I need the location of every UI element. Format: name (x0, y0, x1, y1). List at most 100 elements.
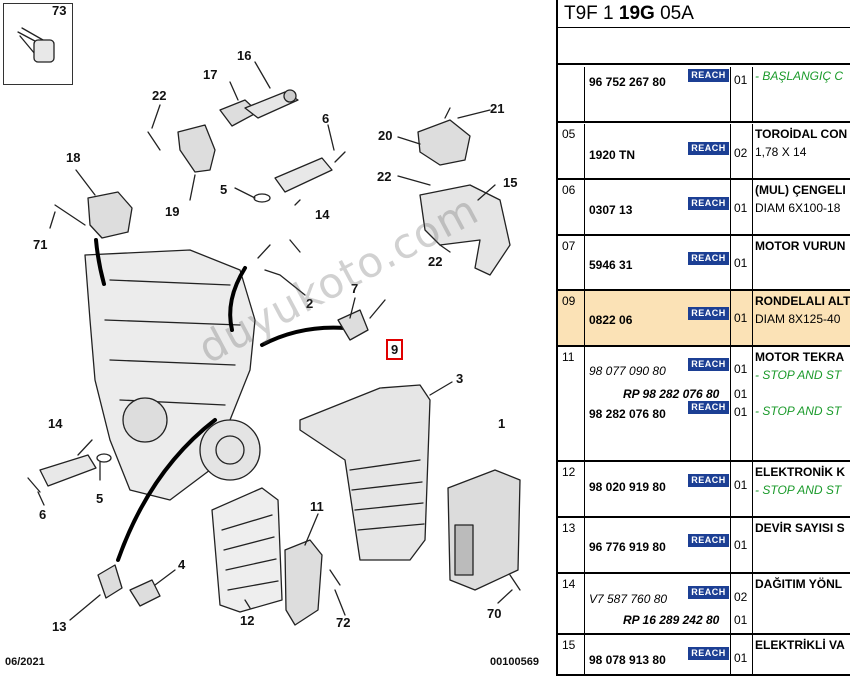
callout-4[interactable]: 4 (178, 557, 186, 572)
callout-70[interactable]: 70 (487, 606, 502, 621)
callout-73[interactable]: 73 (52, 3, 67, 18)
description-line: 1,78 X 14 (755, 145, 807, 159)
callout-3[interactable]: 3 (456, 371, 464, 386)
description-cell: ELEKTRİKLİ VA (753, 635, 850, 674)
row-index (558, 67, 585, 121)
quantity-value: 01 (734, 405, 748, 419)
quantity-value: 01 (734, 362, 748, 376)
callout-5[interactable]: 5 (220, 182, 228, 197)
description-line: - STOP AND ST (755, 368, 842, 382)
row-index: 09 (558, 291, 585, 345)
description-line: DEVİR SAYISI S (755, 521, 845, 535)
reach-badge: REACH (688, 307, 729, 320)
callout-15[interactable]: 15 (503, 175, 518, 190)
part-reference[interactable]: 98 078 913 80 (589, 653, 666, 667)
panel-title: T9F 1 19G 05A (558, 0, 850, 28)
part-reference[interactable]: 98 077 090 80 (589, 364, 666, 378)
callout-6-b[interactable]: 6 (39, 507, 47, 522)
reference-cell: 0307 13 REACH (585, 180, 731, 234)
callout-14-b[interactable]: 14 (48, 416, 63, 431)
part-reference[interactable]: 1920 TN (589, 148, 636, 162)
quantity-cell: 01 (731, 291, 753, 345)
callout-1[interactable]: 1 (498, 416, 506, 431)
part-reference[interactable]: 5946 31 (589, 258, 633, 272)
callout-14[interactable]: 14 (315, 207, 330, 222)
callout-20[interactable]: 20 (378, 128, 393, 143)
callout-7[interactable]: 7 (351, 281, 359, 296)
quantity-cell: 01 (731, 518, 753, 572)
description-line: MOTOR VURUN (755, 239, 846, 253)
row-index: 12 (558, 462, 585, 516)
reach-badge: REACH (688, 197, 729, 210)
callout-11[interactable]: 11 (310, 499, 324, 514)
description-cell: MOTOR VURUN (753, 236, 850, 289)
callout-12[interactable]: 12 (240, 613, 255, 628)
description-line: - BAŞLANGIÇ C (755, 69, 844, 83)
callout-13[interactable]: 13 (52, 619, 67, 634)
callout-21[interactable]: 21 (490, 101, 505, 116)
callout-9-highlighted[interactable]: 9 (386, 339, 404, 360)
part-reference[interactable]: V7 587 760 80 (589, 592, 668, 606)
description-line: MOTOR TEKRA (755, 350, 845, 364)
callout-2[interactable]: 2 (306, 296, 314, 311)
description-line: ELEKTRONİK K (755, 465, 845, 479)
callout-22-c[interactable]: 22 (428, 254, 443, 269)
date-code: 06/2021 (5, 656, 45, 668)
description-cell: DAĞITIM YÖNL (753, 574, 850, 633)
part-reference[interactable]: 98 282 076 80 (589, 407, 666, 421)
callout-6[interactable]: 6 (322, 111, 330, 126)
reach-badge: REACH (688, 401, 729, 414)
part-reference[interactable]: 98 020 919 80 (589, 480, 666, 494)
callout-72[interactable]: 72 (336, 615, 351, 630)
callout-17[interactable]: 17 (203, 67, 218, 82)
callout-19[interactable]: 19 (165, 204, 180, 219)
quantity-cell: 01 (731, 462, 753, 516)
row-index: 11 (558, 347, 585, 460)
callout-22-b[interactable]: 22 (377, 169, 392, 184)
part-reference[interactable]: RP 98 282 076 80 (623, 387, 720, 401)
quantity-cell: 02 (731, 124, 753, 178)
part-reference[interactable]: 96 752 267 80 (589, 75, 666, 89)
description-line: DIAM 6X100-18 (755, 201, 841, 215)
row-index: 05 (558, 124, 585, 178)
quantity-value: 01 (734, 538, 748, 552)
description-cell: MOTOR TEKRA- STOP AND ST- STOP AND ST (753, 347, 850, 460)
part-reference[interactable]: RP 16 289 242 80 (623, 613, 720, 627)
callout-22[interactable]: 22 (152, 88, 167, 103)
callout-71[interactable]: 71 (33, 237, 48, 252)
part-reference[interactable]: 0307 13 (589, 203, 633, 217)
row-index: 13 (558, 518, 585, 572)
description-cell: DEVİR SAYISI S (753, 518, 850, 572)
part-reference[interactable]: 96 776 919 80 (589, 540, 666, 554)
reach-badge: REACH (688, 69, 729, 82)
title-code: 19G (618, 3, 655, 24)
part-reference[interactable]: 0822 06 (589, 313, 633, 327)
description-line: ELEKTRİKLİ VA (755, 638, 845, 652)
reach-badge: REACH (688, 252, 729, 265)
quantity-value: 01 (734, 651, 748, 665)
callout-18[interactable]: 18 (66, 150, 81, 165)
callout-5-b[interactable]: 5 (96, 491, 104, 506)
panel-header-blank (558, 28, 850, 65)
callout-16[interactable]: 16 (237, 48, 252, 63)
inset-frame (3, 3, 73, 85)
row-index: 07 (558, 236, 585, 289)
